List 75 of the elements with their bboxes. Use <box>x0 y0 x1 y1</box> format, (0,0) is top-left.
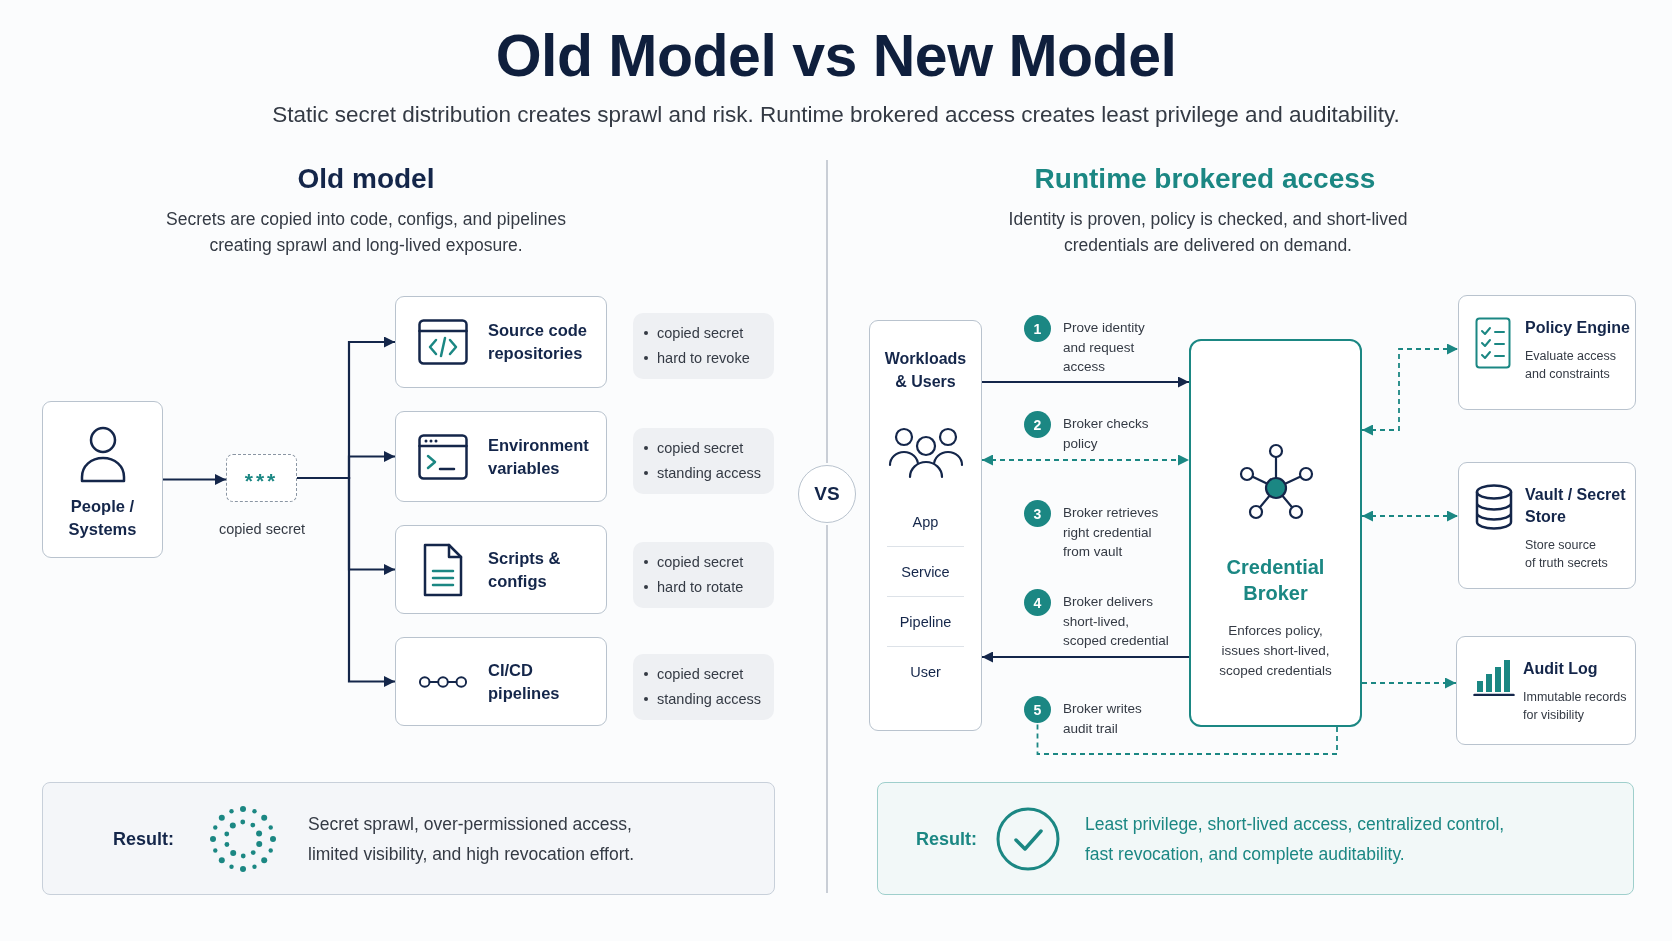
service-card <box>1456 636 1636 745</box>
target-card <box>395 637 607 726</box>
card-title: Environment variables <box>488 434 590 479</box>
list-item: App <box>912 512 939 532</box>
bullet-item: copied secret <box>644 550 744 575</box>
arrow <box>1361 510 1459 522</box>
secret-token-box <box>226 454 297 502</box>
bullet-item: standing access <box>644 461 761 486</box>
bullet-item: hard to rotate <box>644 575 744 600</box>
result-text: Secret sprawl, over-permissioned access, limited visibility, and high revocation effort. <box>308 812 636 866</box>
arrow <box>982 651 1189 663</box>
list-item: User <box>910 662 941 682</box>
masked-secret-text: *** <box>244 468 279 492</box>
target-card <box>395 411 607 502</box>
bullet-item: copied secret <box>644 321 744 346</box>
service-card <box>1458 295 1636 410</box>
target-card <box>395 296 607 388</box>
caption-text: copied secret <box>218 520 306 539</box>
card-description: Store source of truth secrets <box>1525 537 1608 572</box>
actor-card <box>42 401 163 558</box>
actor-panel <box>869 320 982 731</box>
step-badge: 5 <box>1024 696 1051 723</box>
arrow <box>1361 677 1457 689</box>
note-panel <box>633 428 774 494</box>
card-title: CI/CD pipelines <box>488 659 561 704</box>
section-description: Secrets are copied into code, configs, and pipelines creating sprawl and long-lived exposure. <box>165 208 567 257</box>
step-badge: 4 <box>1024 589 1051 616</box>
note-panel <box>633 654 774 720</box>
card-title: People / Systems <box>67 496 138 540</box>
connector-line <box>1036 722 1338 755</box>
note-panel <box>633 313 774 379</box>
arrow <box>297 476 395 687</box>
card-description: Immutable records for visibility <box>1523 689 1628 724</box>
title: Old Model vs New Model <box>495 22 1177 90</box>
list-item: Service <box>901 562 950 582</box>
card-title: Source code repositories <box>488 320 589 364</box>
broker-panel <box>1189 339 1362 727</box>
bullet-item: copied secret <box>644 436 744 461</box>
arrow <box>163 474 226 485</box>
result-label: Result: <box>916 827 977 851</box>
step-text: Prove identity and request access <box>1063 319 1146 376</box>
arrow <box>982 376 1189 388</box>
bullet-item: hard to revoke <box>644 346 750 371</box>
card-title: Audit Log <box>1523 659 1599 679</box>
bullet-item: standing access <box>644 687 761 712</box>
step-text: Broker checks policy <box>1063 415 1150 453</box>
target-card <box>395 525 607 614</box>
service-card <box>1458 462 1636 589</box>
step-text: Broker writes audit trail <box>1063 700 1143 738</box>
result-panel <box>877 782 1634 895</box>
vs-circle: VS <box>798 465 856 523</box>
card-title: Vault / Secret Store <box>1525 485 1627 527</box>
card-title: Policy Engine <box>1525 318 1631 338</box>
card-title: Scripts & configs <box>488 547 562 592</box>
arrow <box>981 454 1190 466</box>
result-text: Least privilege, short-lived access, centralized control, fast revocation, and complete auditability. <box>1085 812 1506 866</box>
section-description: Identity is proven, policy is checked, and short-lived credentials are delivered on demand. <box>1007 208 1409 257</box>
panel-title: Credential Broker <box>1225 555 1326 606</box>
panel-description: Enforces policy, issues short-lived, scoped credentials <box>1218 622 1333 680</box>
arrow <box>1361 343 1459 436</box>
list-item: Pipeline <box>899 612 952 632</box>
subtitle: Static secret distribution creates sprawl and risk. Runtime brokered access creates least privilege and auditability. <box>272 101 1400 129</box>
note-panel <box>633 542 774 608</box>
bullet-item: copied secret <box>644 662 744 687</box>
section-heading: Runtime brokered access <box>1034 162 1376 196</box>
result-label: Result: <box>113 827 174 851</box>
step-badge: 2 <box>1024 411 1051 438</box>
card-description: Evaluate access and constraints <box>1525 348 1618 383</box>
step-badge: 3 <box>1024 500 1051 527</box>
panel-title: Workloads & Users <box>883 349 968 392</box>
section-heading: Old model <box>297 162 435 196</box>
step-text: Broker retrieves right credential from vault <box>1063 504 1160 561</box>
result-panel <box>42 782 775 895</box>
step-text: Broker delivers short-lived, scoped credential <box>1063 593 1170 650</box>
step-badge: 1 <box>1024 315 1051 342</box>
